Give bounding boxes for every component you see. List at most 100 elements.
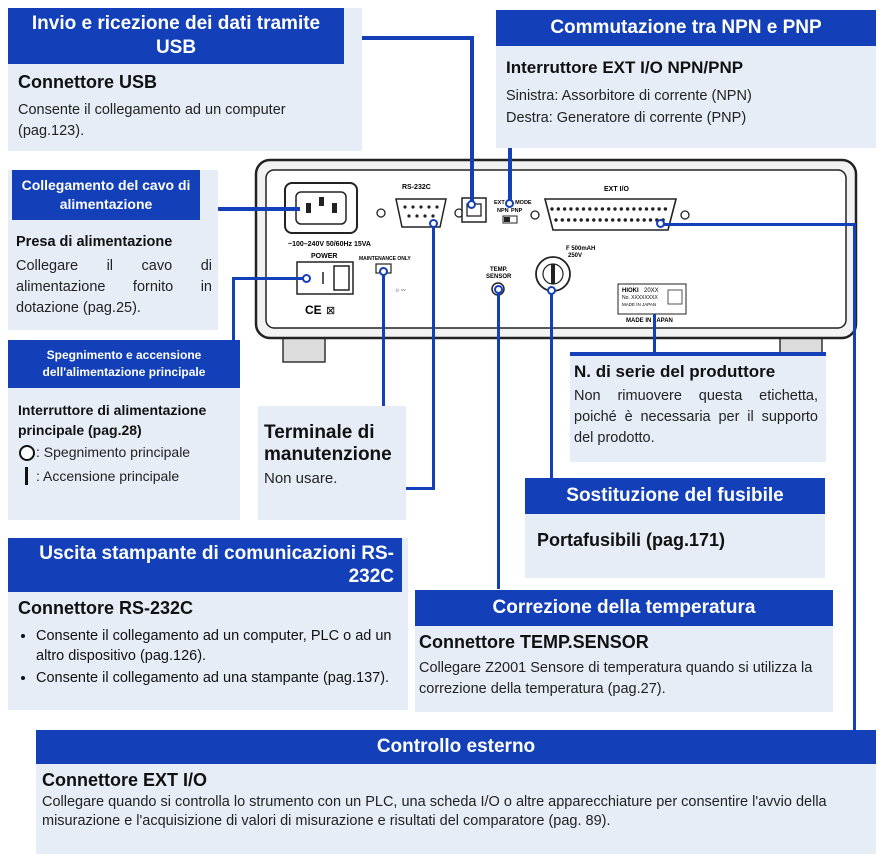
ext-io-pin [600,207,605,211]
maintenance-title: Terminale di manutenzione [264,422,392,465]
qr-code [667,289,683,305]
ext-io-pin [569,207,573,211]
fuse-subtitle: Portafusibili (pag.171) [537,530,726,550]
temp-title: Correzione della temperatura [415,590,833,626]
npn-callout: Commutazione tra NPN e PNP Interruttore … [496,10,876,148]
ext-io-pin [594,207,598,211]
main-power-on: : Accensione principale [36,468,180,484]
made-label: MADE IN JAPAN [626,318,673,324]
power-cable-title: Collegamento del cavo di alimentazione [12,170,200,220]
ext-io-pin [648,218,653,222]
ext-io-pin [629,218,634,222]
line-serial [653,314,656,354]
voltage-label: ~100–240V 50/60Hz 15VA [288,241,371,248]
fuse-callout: Sostituzione del fusibile Portafusibili … [525,478,825,578]
ext-io-connector [543,198,678,231]
npn-label: NPN [497,208,509,214]
serial-bar [570,352,826,356]
ext-io-pin [588,207,592,211]
terminal-maintenance [379,267,388,276]
line-fuse [550,290,553,488]
serial-no-label: No. XXXXXXXX [622,295,659,301]
ext-io-pin [644,207,649,211]
terminal-temp [494,285,503,294]
line-usb-v [470,36,474,208]
ext-io-pin [617,218,621,222]
temp-subtitle: Connettore TEMP.SENSOR [419,632,649,652]
temp-label-1: TEMP. [490,267,508,273]
usb-title: Invio e ricezione dei dati tramite USB [8,8,344,64]
terminal-fuse [547,286,556,295]
line-maintenance [382,272,385,406]
ext-io-pin [573,218,577,222]
ext-io-pin [623,218,627,222]
usb-subtitle: Connettore USB [18,72,157,92]
maintenance-callout: Terminale di manutenzione Non usare. [258,406,406,520]
ext-io-pin [554,218,558,222]
fuse-title: Sostituzione del fusibile [525,478,825,514]
ext-io-pin [550,207,554,211]
ext-io-pin [566,218,571,222]
ext-io-pin [560,218,564,222]
ext-io-label: EXT I/O [604,186,629,193]
ext-callout: Controllo esterno Connettore EXT I/O Col… [36,730,876,854]
line-npn [508,148,512,206]
ext-io-pin [663,207,668,211]
ext-io-pin [636,218,640,222]
terminal-rs232 [429,219,438,228]
npn-line2: Destra: Generatore di corrente (PNP) [506,110,747,126]
model-label: 20XX [644,288,659,294]
ext-io-pin [585,218,590,222]
main-power-off: : Spegnimento principale [36,444,191,460]
temp-label-2: SENSOR [486,274,512,280]
ext-io-pin [619,207,623,211]
ext-io-pin [625,207,630,211]
ext-io-pin [632,207,636,211]
made-small-label: MADE IN JAPAN [622,302,656,307]
ext-io-pin [642,218,646,222]
fuse-rating-1: F 500mAH [566,246,595,252]
main-power-subtitle: Interruttore di alimentazione principale… [18,402,207,438]
power-cable-subtitle: Presa di alimentazione [16,234,173,250]
fuse-rating-2: 250V [568,253,582,259]
terminal-usb [467,200,476,209]
line-usb [362,36,474,40]
line-temp [497,292,500,589]
off-icon [19,445,35,461]
npn-subtitle: Interruttore EXT I/O NPN/PNP [506,58,744,77]
ext-subtitle: Connettore EXT I/O [42,770,208,790]
svg-text:⊠: ⊠ [326,305,335,317]
main-power-callout: Spegnimento e accensione dell'alimentazi… [8,340,240,520]
npn-line1: Sinistra: Assorbitore di corrente (NPN) [506,88,752,104]
ext-io-pin [581,207,586,211]
terminal-npn [505,199,514,208]
line-ext-v [853,223,856,730]
rs232-bullet-1: Consente il collegamento ad un computer,… [36,626,406,666]
power-cable-callout: Collegamento del cavo di alimentazione P… [8,170,218,330]
pnp-label: PNP [511,208,523,214]
line-main-power-h [232,277,306,280]
ext-io-pin [556,207,560,211]
svg-text:♲ 〰: ♲ 〰 [395,288,406,294]
line-rs232-h [402,487,434,490]
rs232c-connector [395,198,447,228]
rs232-bullet-2: Consente il collegamento ad una stampant… [36,668,406,688]
rs232-subtitle: Connettore RS-232C [18,598,194,618]
brand-label: HIOKI [622,288,639,294]
rs232-list: Consente il collegamento ad un computer,… [18,626,406,690]
rs232-callout: Uscita stampante di comunicazioni RS-232… [8,538,408,710]
power-cable-text: Collegare il cavo di alimentazione forni… [16,258,212,316]
rs232c-label: RS-232C [402,184,431,191]
ext-io-pin [651,207,655,211]
maintenance-text: Non usare. [264,470,338,487]
ext-io-pin [562,207,567,211]
ext-text: Collegare quando si controlla lo strumen… [42,794,827,829]
on-icon [25,467,28,485]
line-ext-h [660,223,856,226]
usb-callout: Invio e ricezione dei dati tramite USB C… [8,8,362,151]
terminal-ext [656,219,665,228]
serial-title: N. di serie del produttore [574,362,776,381]
ext-io-pin [657,207,661,211]
terminal-power-switch [302,274,311,283]
temp-text: Collegare Z2001 Sensore di temperatura q… [419,660,813,697]
